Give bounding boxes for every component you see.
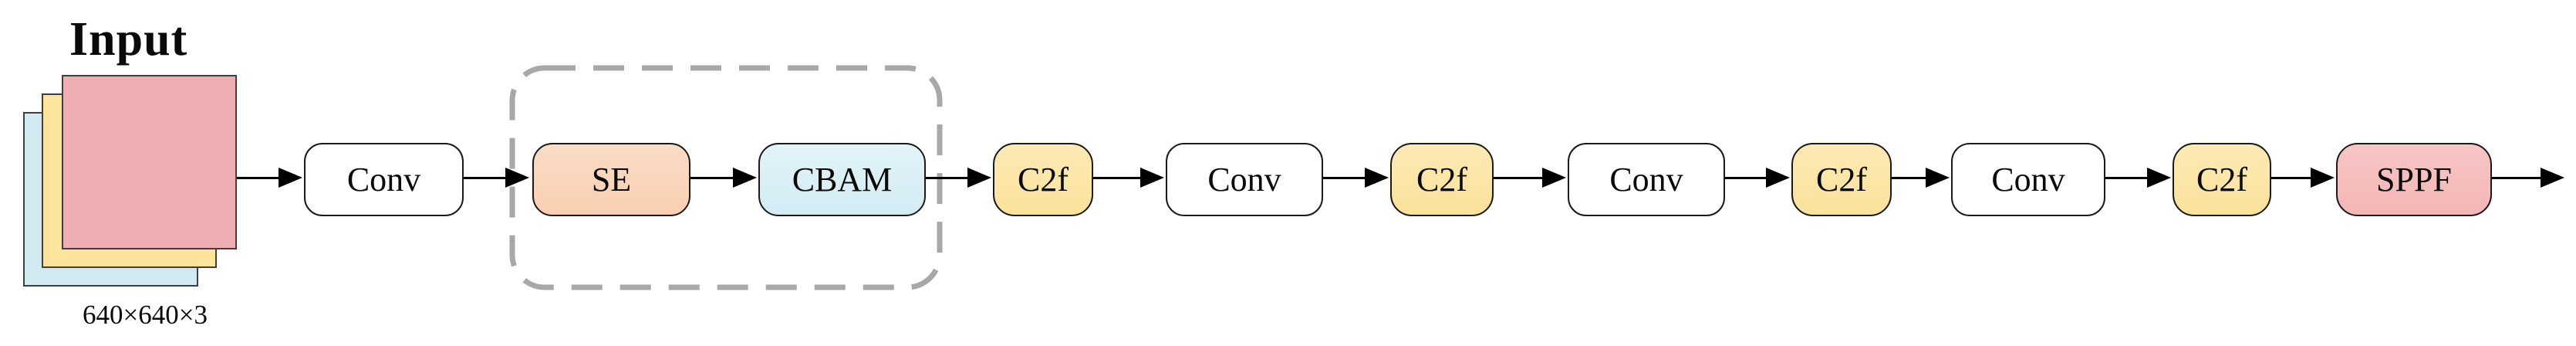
node-conv-1: Conv bbox=[304, 143, 464, 216]
flow-arrow bbox=[2105, 168, 2171, 188]
node-conv-3: Conv bbox=[1568, 143, 1725, 216]
flow-arrow bbox=[690, 168, 757, 188]
flow-arrow bbox=[1725, 168, 1790, 188]
flow-arrow bbox=[237, 168, 302, 188]
node-c2f-1: C2f bbox=[993, 143, 1093, 216]
flow-arrow bbox=[1494, 168, 1566, 188]
input-title: Input bbox=[69, 13, 188, 66]
flow-arrow bbox=[1093, 168, 1164, 188]
input-layer-pink bbox=[62, 75, 237, 249]
flow-arrow bbox=[1323, 168, 1389, 188]
node-c2f-4: C2f bbox=[2173, 143, 2271, 216]
node-cbam: CBAM bbox=[758, 143, 926, 216]
node-c2f-3: C2f bbox=[1791, 143, 1892, 216]
flow-arrow bbox=[464, 168, 529, 188]
node-conv-4: Conv bbox=[1951, 143, 2105, 216]
flow-arrow bbox=[1892, 168, 1950, 188]
node-se: SE bbox=[532, 143, 690, 216]
input-dimensions-label: 640×640×3 bbox=[83, 300, 208, 330]
node-c2f-2: C2f bbox=[1390, 143, 1494, 216]
flow-arrow bbox=[926, 168, 991, 188]
node-conv-2: Conv bbox=[1166, 143, 1323, 216]
flow-arrow-output bbox=[2492, 168, 2564, 188]
flow-arrow bbox=[2271, 168, 2335, 188]
node-sppf: SPPF bbox=[2336, 143, 2492, 216]
